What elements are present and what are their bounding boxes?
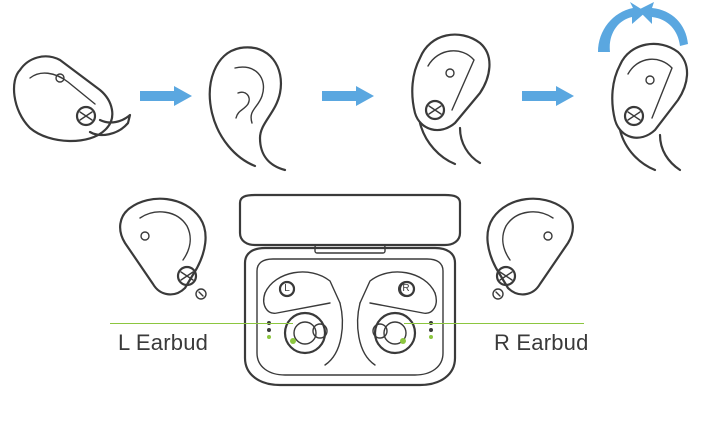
left-earbud-label: L Earbud [118,330,209,355]
left-marker: L [279,281,295,297]
right-earbud-icon [486,197,574,300]
right-marker: R [398,281,414,297]
left-marker-label: L [284,283,290,294]
left-leader-line [110,323,293,324]
arrow-right-icon [322,86,374,106]
rotate-arrows-icon [598,2,688,52]
ear-icon [208,46,287,172]
left-earbud-icon [119,197,207,300]
step4-earbud-on-ear-icon [611,42,689,172]
right-earbud-label: R Earbud [494,330,589,355]
right-leader-line [404,323,584,324]
arrow-right-icon [522,86,574,106]
earbud-on-ear-icon [411,33,491,166]
right-marker-label: R [402,283,410,294]
charging-case-icon [238,193,462,387]
arrow-right-icon [140,86,192,106]
step1-earbud-icon [13,55,132,143]
